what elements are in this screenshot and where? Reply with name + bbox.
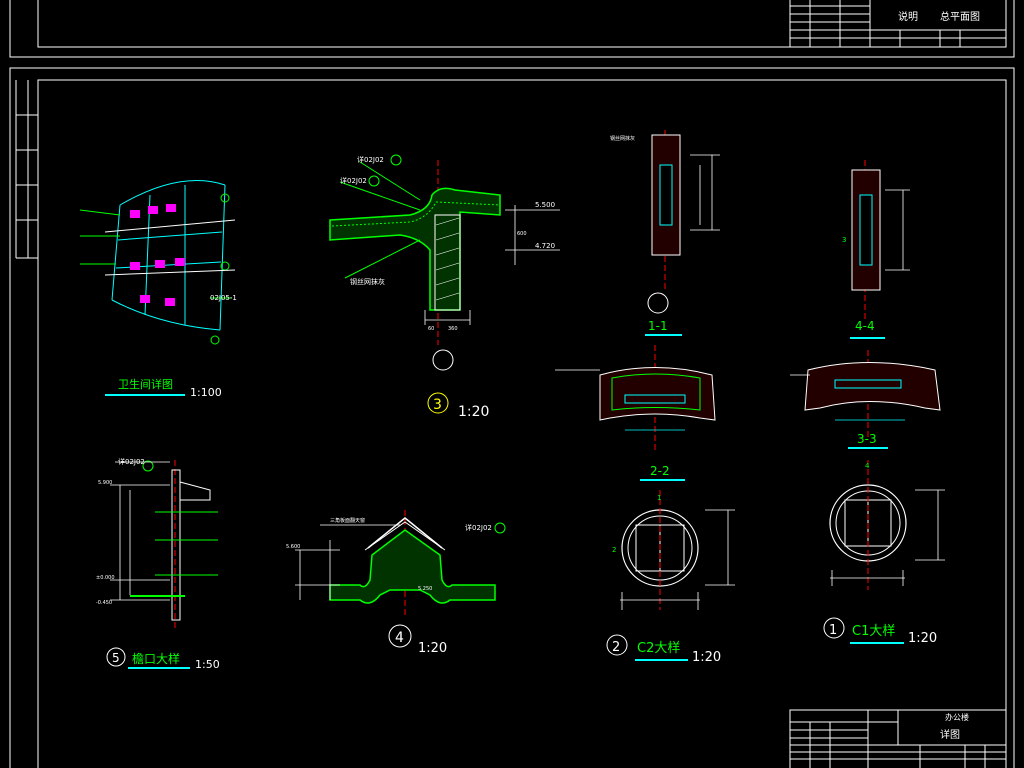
d5-scale: 1:50 xyxy=(195,658,220,671)
c2-number: 2 xyxy=(612,640,620,655)
d5-label-a: 详02J02 xyxy=(118,457,145,466)
d5-title: 檐口大样 xyxy=(132,651,180,666)
d3-dim-w2: 360 xyxy=(448,326,458,332)
d3-number: 3 xyxy=(433,397,442,413)
d3-label-b: 详02J02 xyxy=(340,176,367,185)
detail-3: 详02J02 详02J02 钢丝网抹灰 5.500 4.720 600 60 3… xyxy=(329,154,560,420)
d4-elev-b: 5.250 xyxy=(418,586,432,592)
c2-detail: 钢丝网抹灰 1-1 2-2 2 1 2 C2大样 1:20 xyxy=(555,130,735,665)
d5-elev-b: ±0.000 xyxy=(96,575,115,581)
d3-label-a: 详02J02 xyxy=(357,155,384,164)
c1-scale: 1:20 xyxy=(908,631,937,646)
d3-dim-w: 60 xyxy=(428,326,434,332)
c1-number: 1 xyxy=(829,623,837,638)
top-title-right: 总平面图 xyxy=(940,10,980,23)
bottom-drawing-title: 详图 xyxy=(940,728,960,741)
top-sheet-frame xyxy=(9,0,1015,58)
d3-scale: 1:20 xyxy=(458,404,489,420)
c2-scale: 1:20 xyxy=(692,650,721,665)
c2-mark-2: 2 xyxy=(612,546,616,554)
d5-elev-a: 5.900 xyxy=(98,480,112,486)
d4-label-a: 三角板面翻天窗 xyxy=(330,517,365,524)
top-title-left: 说明 xyxy=(898,10,918,23)
d4-scale: 1:20 xyxy=(418,641,447,656)
c2-mark-1: 1 xyxy=(657,494,661,502)
c1-section-44: 4-4 xyxy=(855,319,875,333)
c2-title: C2大样 xyxy=(637,641,680,656)
toilet-plan-detail: 02J05-1 卫生间详图 1:100 xyxy=(79,180,237,399)
c2-section-22: 2-2 xyxy=(650,464,670,478)
toilet-tag: 02J05-1 xyxy=(210,294,237,302)
toilet-title: 卫生间详图 xyxy=(118,377,173,391)
main-sheet-frame xyxy=(9,67,1015,768)
d4-number: 4 xyxy=(395,630,404,646)
d5-number: 5 xyxy=(112,651,120,665)
d3-dim-h: 600 xyxy=(517,231,527,237)
c1-section-33: 3-3 xyxy=(857,432,877,446)
c2-label-a: 钢丝网抹灰 xyxy=(610,135,635,142)
d3-elev-bottom: 4.720 xyxy=(535,242,555,250)
d5-elev-c: -0.450 xyxy=(96,600,112,606)
bottom-project-name: 办公楼 xyxy=(945,712,969,722)
c2-section-11: 1-1 xyxy=(648,319,668,333)
toilet-scale: 1:100 xyxy=(190,386,222,399)
c1-detail: 3 4-4 3-3 4 1 C1大样 1:20 xyxy=(790,160,945,646)
detail-5: 详02J02 5.900 ±0.000 -0.450 5 檐口大样 1:50 xyxy=(96,457,220,671)
c1-mark-4: 4 xyxy=(865,462,870,470)
detail-4: 三角板面翻天窗 详02J02 5.600 5.250 4 1:20 xyxy=(286,510,506,656)
c1-mark-3: 3 xyxy=(842,236,846,244)
c1-title: C1大样 xyxy=(852,624,895,639)
bottom-title-block xyxy=(789,709,1007,768)
d3-label-c: 钢丝网抹灰 xyxy=(350,277,385,286)
d3-elev-top: 5.500 xyxy=(535,201,555,209)
d4-elev-a: 5.600 xyxy=(286,544,300,550)
d4-label-b: 详02J02 xyxy=(465,523,492,532)
